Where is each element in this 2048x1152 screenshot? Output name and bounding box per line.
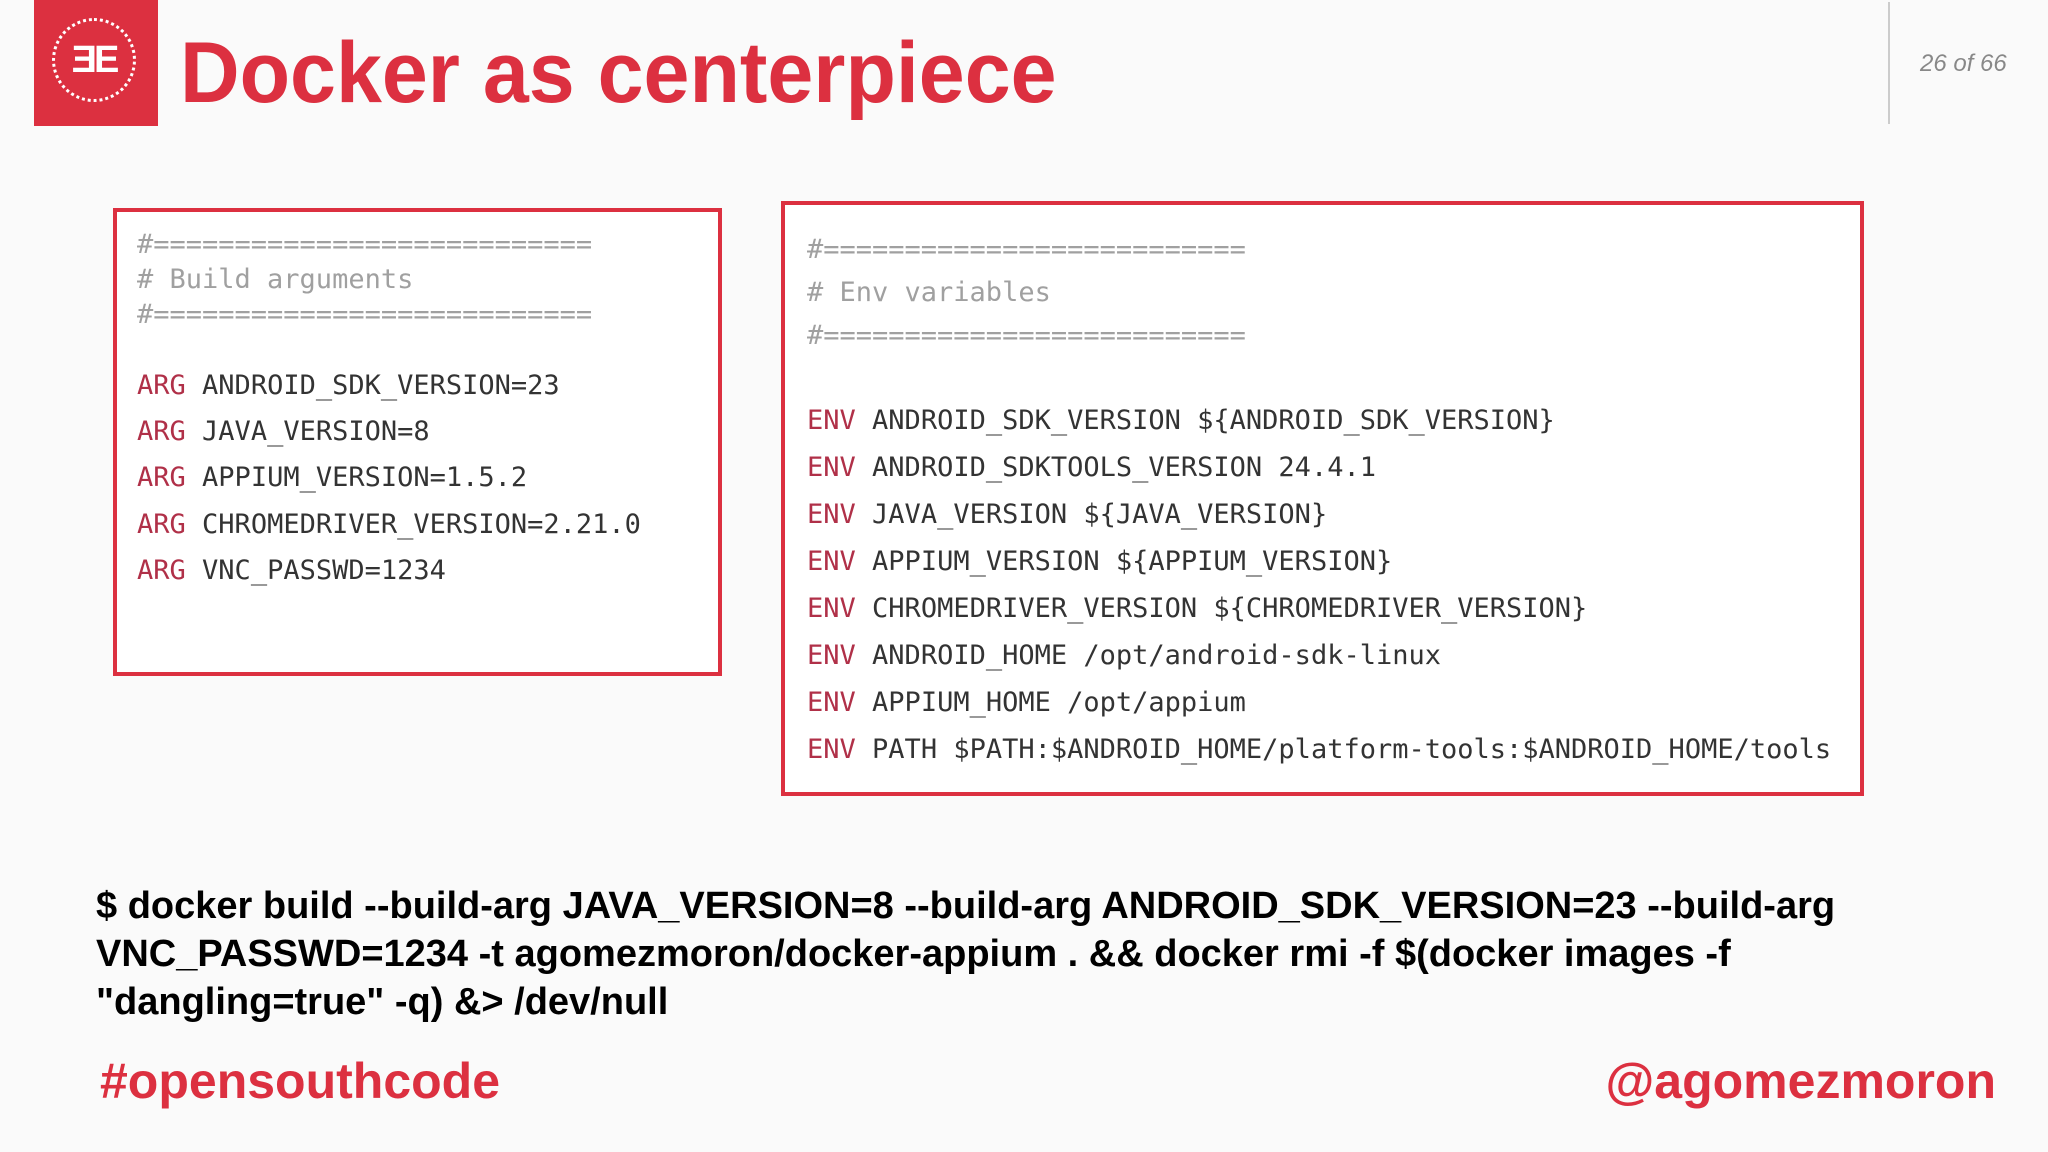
code-keyword: ENV bbox=[807, 499, 856, 530]
code-line: ENV PATH $PATH:$ANDROID_HOME/platform-to… bbox=[807, 736, 1831, 763]
logo: ƎE bbox=[34, 0, 158, 126]
header-divider bbox=[1888, 2, 1890, 124]
code-keyword: ARG bbox=[137, 555, 186, 586]
env-vars-code-box: #========================== # Env variab… bbox=[781, 201, 1864, 796]
code-text: ANDROID_SDK_VERSION=23 bbox=[202, 370, 560, 401]
code-line: ARG CHROMEDRIVER_VERSION=2.21.0 bbox=[137, 511, 641, 538]
twitter-handle-footer: @agomezmoron bbox=[1605, 1053, 1996, 1109]
logo-mark: ƎE bbox=[52, 18, 136, 102]
code-line: ENV ANDROID_SDK_VERSION ${ANDROID_SDK_VE… bbox=[807, 407, 1555, 434]
code-keyword: ENV bbox=[807, 546, 856, 577]
code-keyword: ENV bbox=[807, 640, 856, 671]
code-text: ANDROID_HOME /opt/android-sdk-linux bbox=[872, 640, 1441, 671]
code-keyword: ARG bbox=[137, 416, 186, 447]
code-comment-line: # Build arguments bbox=[137, 264, 414, 295]
code-line: ENV CHROMEDRIVER_VERSION ${CHROMEDRIVER_… bbox=[807, 595, 1587, 622]
code-text: JAVA_VERSION=8 bbox=[202, 416, 430, 447]
code-keyword: ENV bbox=[807, 734, 856, 765]
code-line: ENV APPIUM_VERSION ${APPIUM_VERSION} bbox=[807, 548, 1392, 575]
code-text: ANDROID_SDKTOOLS_VERSION 24.4.1 bbox=[872, 452, 1376, 483]
code-keyword: ENV bbox=[807, 687, 856, 718]
hashtag-footer: #opensouthcode bbox=[100, 1053, 501, 1109]
code-line: ARG APPIUM_VERSION=1.5.2 bbox=[137, 464, 527, 491]
code-line: ENV APPIUM_HOME /opt/appium bbox=[807, 689, 1246, 716]
code-line: ENV JAVA_VERSION ${JAVA_VERSION} bbox=[807, 501, 1327, 528]
code-text: CHROMEDRIVER_VERSION ${CHROMEDRIVER_VERS… bbox=[872, 593, 1588, 624]
code-keyword: ENV bbox=[807, 452, 856, 483]
code-text: APPIUM_VERSION=1.5.2 bbox=[202, 462, 528, 493]
code-text: CHROMEDRIVER_VERSION=2.21.0 bbox=[202, 509, 641, 540]
code-line: ARG JAVA_VERSION=8 bbox=[137, 418, 430, 445]
code-text: ANDROID_SDK_VERSION ${ANDROID_SDK_VERSIO… bbox=[872, 405, 1555, 436]
slide-title: Docker as centerpiece bbox=[180, 25, 1057, 121]
code-comment-line: # Env variables bbox=[807, 277, 1051, 308]
code-line: ENV ANDROID_HOME /opt/android-sdk-linux bbox=[807, 642, 1441, 669]
code-text: APPIUM_HOME /opt/appium bbox=[872, 687, 1246, 718]
code-line: ENV ANDROID_SDKTOOLS_VERSION 24.4.1 bbox=[807, 454, 1376, 481]
code-keyword: ARG bbox=[137, 462, 186, 493]
code-keyword: ENV bbox=[807, 593, 856, 624]
code-keyword: ARG bbox=[137, 370, 186, 401]
docker-build-command: $ docker build --build-arg JAVA_VERSION=… bbox=[96, 885, 1836, 1023]
code-line: ARG VNC_PASSWD=1234 bbox=[137, 557, 446, 584]
code-text: PATH $PATH:$ANDROID_HOME/platform-tools:… bbox=[872, 734, 1832, 765]
build-args-code-box: #=========================== # Build arg… bbox=[113, 208, 722, 676]
code-comment-line: #========================== bbox=[807, 234, 1246, 265]
code-comment-line: #=========================== bbox=[137, 229, 593, 260]
page-number: 26 of 66 bbox=[1920, 50, 2007, 77]
code-keyword: ENV bbox=[807, 405, 856, 436]
code-line: ARG ANDROID_SDK_VERSION=23 bbox=[137, 372, 560, 399]
code-text: APPIUM_VERSION ${APPIUM_VERSION} bbox=[872, 546, 1393, 577]
code-text: VNC_PASSWD=1234 bbox=[202, 555, 446, 586]
code-comment-line: #========================== bbox=[807, 320, 1246, 351]
code-keyword: ARG bbox=[137, 509, 186, 540]
code-text: JAVA_VERSION ${JAVA_VERSION} bbox=[872, 499, 1328, 530]
code-comment-line: #=========================== bbox=[137, 299, 593, 330]
